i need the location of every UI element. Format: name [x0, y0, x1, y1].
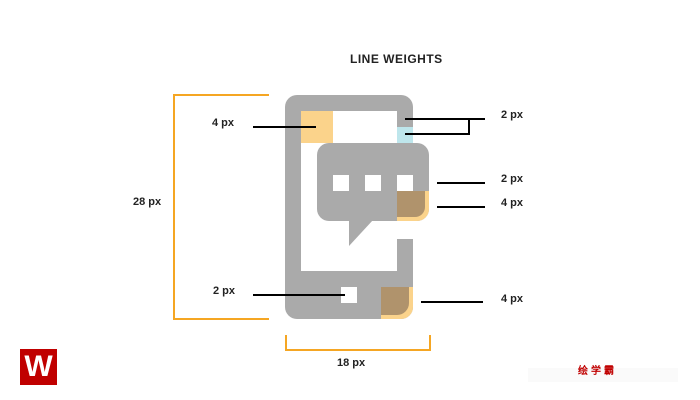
width-label: 18 px — [337, 357, 366, 369]
brand-text: 绘学霸 — [578, 366, 617, 377]
leader-line — [253, 126, 316, 128]
chat-dot — [333, 175, 349, 191]
label-top-right: 2 px — [501, 109, 524, 121]
label-bubble-corner: 4 px — [501, 197, 524, 209]
brand-logo: W — [20, 349, 57, 385]
height-bracket — [173, 94, 269, 320]
leader-line — [437, 206, 485, 208]
diagram-title: LINE WEIGHTS — [350, 52, 443, 66]
label-bubble-dot: 2 px — [501, 173, 524, 185]
leader-line — [405, 118, 485, 120]
highlight-2px-top-right — [397, 127, 413, 143]
chat-dot — [365, 175, 381, 191]
leader-line — [421, 301, 483, 303]
label-home-button: 2 px — [213, 285, 236, 297]
height-label: 28 px — [133, 196, 162, 208]
leader-line — [253, 294, 345, 296]
leader-line — [405, 133, 469, 135]
chat-dot — [397, 175, 413, 191]
width-bracket — [285, 335, 431, 351]
leader-line — [437, 182, 485, 184]
label-top-left: 4 px — [212, 117, 235, 129]
home-button — [341, 287, 357, 303]
label-bottom-corner: 4 px — [501, 293, 524, 305]
